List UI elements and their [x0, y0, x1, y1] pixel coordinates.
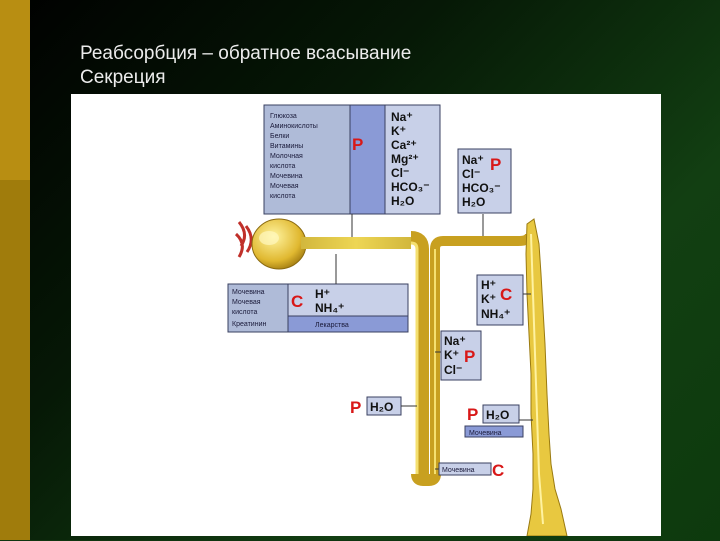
box-loop-reabsorption: Na⁺ K⁺ Cl⁻ P: [440, 330, 482, 381]
title-line-secretion: Секреция: [80, 67, 166, 88]
slide-title: Реабсорбция – обратное всасывание Секрец…: [80, 42, 411, 90]
box2-ion-0: Na⁺: [391, 110, 413, 124]
box1-item-3: Витамины: [270, 143, 303, 150]
box4-item-2: кислота: [232, 309, 258, 316]
bottom-urea-label: Мочевина: [442, 467, 475, 474]
box-reabsorbed-organics: Глюкоза Аминокислоты Белки Витамины Моло…: [263, 104, 386, 215]
box4-item-0: Мочевина: [232, 289, 265, 296]
water-left-label: H₂O: [370, 400, 393, 414]
nephron-diagram: Глюкоза Аминокислоты Белки Витамины Моло…: [227, 104, 568, 537]
box-water-descending: P H₂O: [350, 396, 402, 417]
box1-reabsorption-tag: P: [352, 135, 363, 154]
bottom-secretion-tag: C: [492, 461, 504, 480]
box2-ion-6: H₂O: [391, 194, 414, 208]
nephron-diagram-panel: Глюкоза Аминокислоты Белки Витамины Моло…: [71, 94, 661, 537]
box1-item-2: Белки: [270, 133, 289, 140]
box5-ion-0: H⁺: [481, 278, 496, 292]
water-left-tag: P: [350, 398, 361, 417]
water-right-label: H₂O: [486, 408, 509, 422]
box3-reabsorption-tag: P: [490, 155, 501, 174]
box1-item-7: Мочевая: [270, 183, 299, 190]
box1-item-4: Молочная: [270, 153, 303, 160]
box-distal-secretion: H⁺ K⁺ NH₄⁺ C: [476, 274, 524, 326]
box4-item-3: Креатинин: [232, 321, 266, 328]
nephron-tubule: [234, 218, 568, 537]
box4-item-1: Мочевая: [232, 299, 261, 306]
box6-ion-1: K⁺: [444, 348, 459, 362]
box3-ion-0: Na⁺: [462, 153, 484, 167]
box3-ion-2: HCO₃⁻: [462, 181, 501, 195]
box-reabsorbed-ions: Na⁺ K⁺ Ca²⁺ Mg²⁺ Cl⁻ HCO₃⁻ H₂O: [384, 104, 441, 215]
left-accent-stripe-lower: [0, 180, 30, 540]
title-line-reabsorption: Реабсорбция – обратное всасывание: [80, 43, 412, 64]
box3-ion-1: Cl⁻: [462, 167, 480, 181]
box6-ion-2: Cl⁻: [444, 363, 462, 377]
box5-secretion-tag: C: [500, 285, 512, 304]
box-urea-secretion: Мочевина C: [435, 461, 504, 480]
water-right-tag: P: [467, 405, 478, 424]
box4-ion-1: NH₄⁺: [315, 301, 344, 315]
box1-item-1: Аминокислоты: [270, 123, 318, 130]
box6-reabsorption-tag: P: [464, 347, 475, 366]
box4-drugs: Лекарства: [315, 322, 349, 329]
water-right-urea: Мочевина: [469, 430, 502, 437]
box1-item-6: Мочевина: [270, 173, 303, 180]
box3-ion-3: H₂O: [462, 195, 485, 209]
box1-item-5: кислота: [270, 163, 296, 170]
box2-ion-3: Mg²⁺: [391, 152, 419, 166]
box2-ion-4: Cl⁻: [391, 166, 409, 180]
box4-secretion-tag: C: [291, 292, 303, 311]
box4-ion-0: H⁺: [315, 287, 330, 301]
box5-ion-1: K⁺: [481, 292, 496, 306]
box6-ion-0: Na⁺: [444, 334, 466, 348]
box-secreted-substances: Мочевина Мочевая кислота Креатинин C H⁺ …: [227, 283, 409, 333]
box1-item-8: кислота: [270, 193, 296, 200]
box2-ion-1: K⁺: [391, 124, 406, 138]
box-water-collecting: P H₂O Мочевина: [464, 404, 524, 438]
box1-item-0: Глюкоза: [270, 113, 297, 120]
box-distal-reabsorption: Na⁺ Cl⁻ HCO₃⁻ H₂O P: [457, 148, 512, 214]
box5-ion-2: NH₄⁺: [481, 307, 510, 321]
box2-ion-2: Ca²⁺: [391, 138, 417, 152]
box2-ion-5: HCO₃⁻: [391, 180, 430, 194]
